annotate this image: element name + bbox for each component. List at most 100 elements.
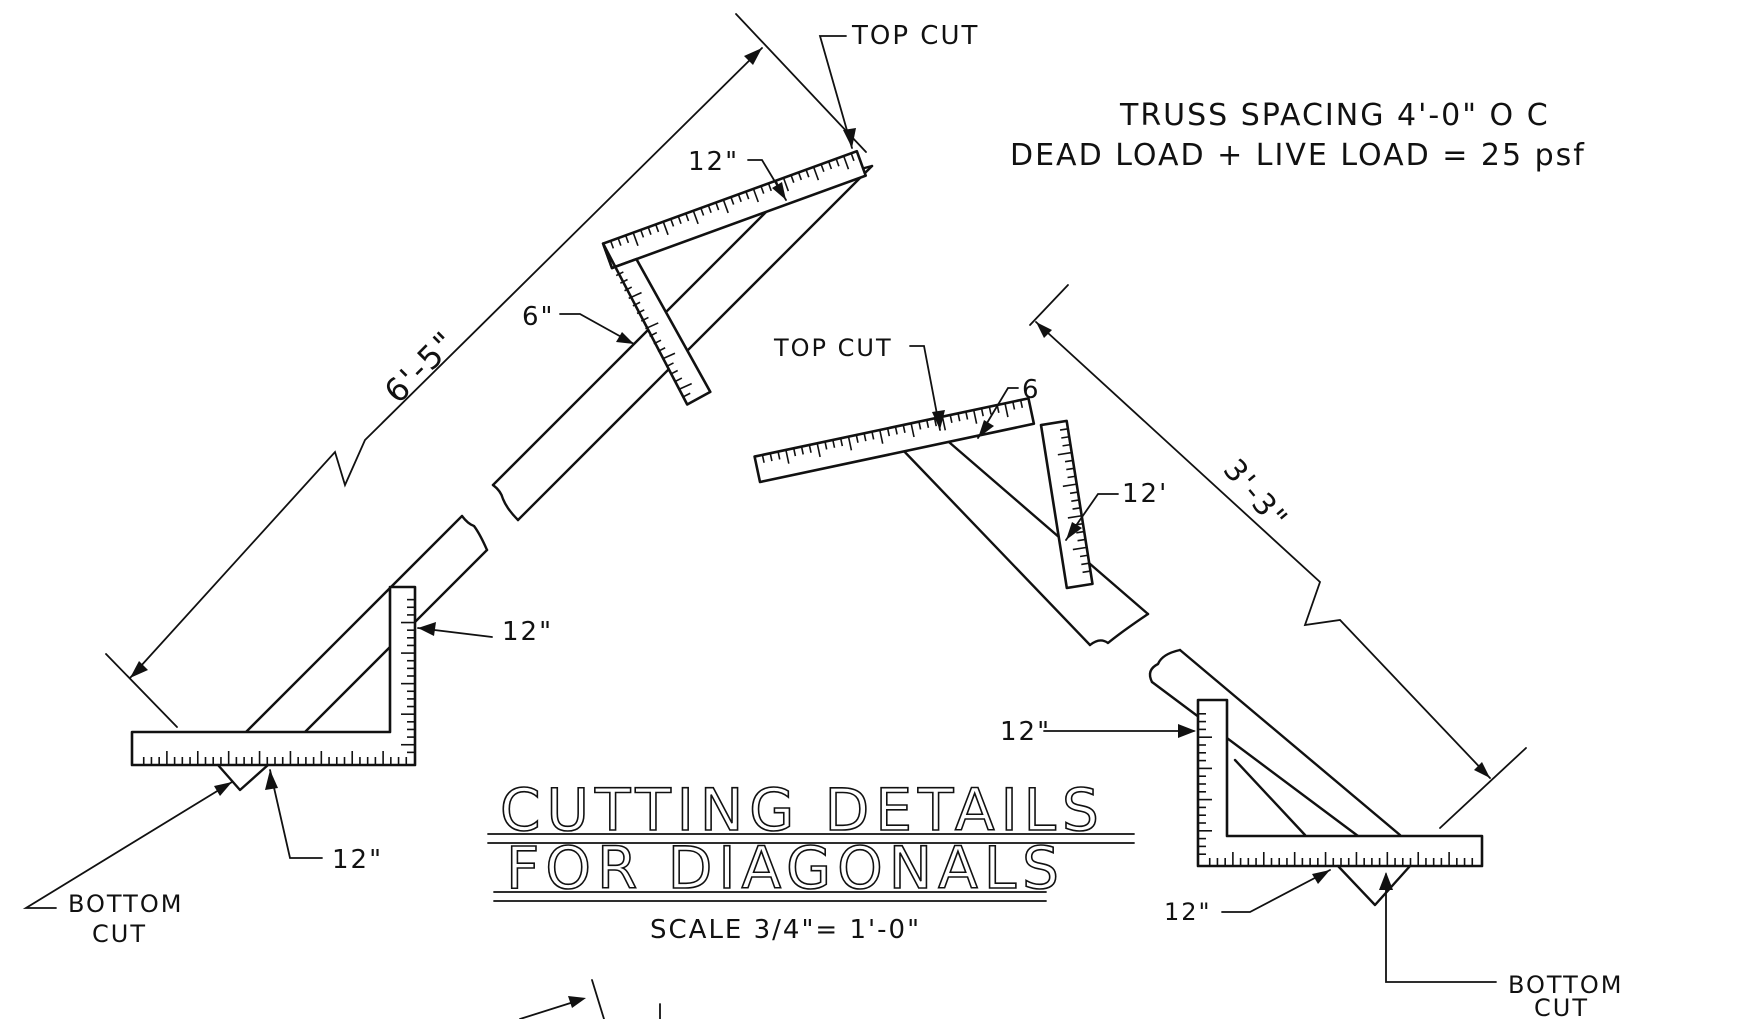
ruler-tick [752,188,759,203]
ruler-tick [988,406,992,415]
right-top-cut-label: TOP CUT [773,334,893,362]
ruler-tick [640,316,649,322]
ruler-tick [886,428,891,437]
ruler-tick [957,413,961,422]
ruler-tick [654,224,660,233]
ruler-tick [707,204,712,214]
ruler-tick [797,172,803,181]
left-top-12-callout: 12" [688,147,787,201]
ruler-tick [674,377,683,383]
ruler-tick [657,347,666,353]
design-notes: TRUSS SPACING 4'-0" O C DEAD LOAD + LIVE… [1010,98,1584,173]
ruler-tick [808,444,812,453]
ruler-tick [649,331,658,337]
right-bottom-cut-callout: BOTTOM CUT [1379,872,1623,1019]
right-top-6-callout: 6 [977,375,1041,439]
left-top-6-callout: 6" [522,302,635,345]
ruler-tick [812,166,820,181]
cropped-detail-fragment [519,979,661,1019]
ruler-tick [692,210,699,225]
ruler-tick [760,185,765,194]
ruler-tick [850,153,855,162]
left-bottom-cut-label-line2: CUT [92,920,147,948]
right-top-square-blade [1039,419,1094,590]
ruler-tick [645,322,659,330]
ruler-tick [871,431,875,440]
ruler-tick [682,392,691,398]
ruler-tick [624,235,630,244]
left-top-square-ticks [609,153,855,398]
ruler-tick [1066,467,1075,471]
left-top-cut-label: TOP CUT [851,21,979,51]
ruler-tick [1077,538,1086,542]
right-member-upper [898,428,1150,647]
ruler-tick [617,237,622,246]
ruler-tick [777,451,781,460]
right-bottom-square-vertical-12-label: 12" [1000,717,1051,747]
ruler-tick [761,454,765,463]
left-top-square-12-label: 12" [688,147,739,177]
ruler-tick [965,411,969,420]
ruler-tick [847,436,853,451]
ruler-tick [902,424,906,433]
left-bottom-square-vertical-12-label: 12" [502,617,553,647]
ruler-tick [767,183,772,192]
ruler-tick [800,446,804,455]
ruler-tick [1012,401,1016,410]
right-top-square-12-label: 12' [1122,479,1168,509]
truss-spacing-note: TRUSS SPACING 4'-0" O C [1119,98,1550,133]
right-bottom-cut-label-line1: BOTTOM [1508,971,1623,999]
scale-note: SCALE 3/4"= 1'-0" [650,915,921,945]
ruler-tick [1064,459,1074,463]
ruler-tick [670,369,679,375]
ruler-tick [632,232,639,247]
left-top-cut-callout: TOP CUT [818,21,979,149]
right-member-lower [1148,648,1402,838]
ruler-tick [1072,507,1081,510]
ruler-tick [980,408,984,417]
ruler-tick [1069,491,1079,495]
left-bottom-cut-label-line1: BOTTOM [68,890,183,918]
ruler-tick [1004,403,1009,418]
ruler-tick [910,423,915,438]
left-member-lower [244,514,489,734]
ruler-tick [839,438,844,447]
ruler-tick [1082,570,1091,574]
ruler-tick [785,449,790,464]
ruler-tick [745,191,750,200]
ruler-tick [1019,399,1024,409]
ruler-tick [782,177,790,192]
ruler-tick [972,409,978,424]
ruler-tick [1067,514,1082,519]
left-diagonal-detail: 6'-5" TOP CUT 12" 6" 12" [22,13,979,948]
ruler-tick [677,215,682,224]
ruler-tick [832,439,836,448]
ruler-tick [835,158,840,167]
ruler-tick [615,271,624,277]
ruler-tick [1061,435,1070,439]
ruler-tick [1081,562,1090,566]
ruler-tick [1062,443,1071,447]
ruler-tick [1067,475,1076,479]
ruler-tick [805,169,810,178]
right-bottom-square [1196,698,1484,907]
ruler-tick [636,309,645,315]
ruler-tick [624,286,633,292]
right-bottom-horizontal-12-callout: 12" [1164,869,1331,926]
ruler-tick [933,418,938,427]
ruler-tick [653,339,662,345]
ruler-tick [918,421,922,430]
ruler-tick [662,221,669,236]
ruler-tick [619,278,628,284]
right-top-square-6-label: 6 [1022,375,1041,405]
ruler-tick [842,155,850,170]
ruler-tick [816,443,821,458]
ruler-tick [730,196,735,205]
ruler-tick [824,441,828,450]
left-top-square [601,149,868,406]
left-bottom-square-horizontal-12-label: 12" [332,845,383,875]
ruler-tick [1057,451,1072,456]
ruler-tick [639,229,645,238]
ruler-tick [949,414,953,423]
